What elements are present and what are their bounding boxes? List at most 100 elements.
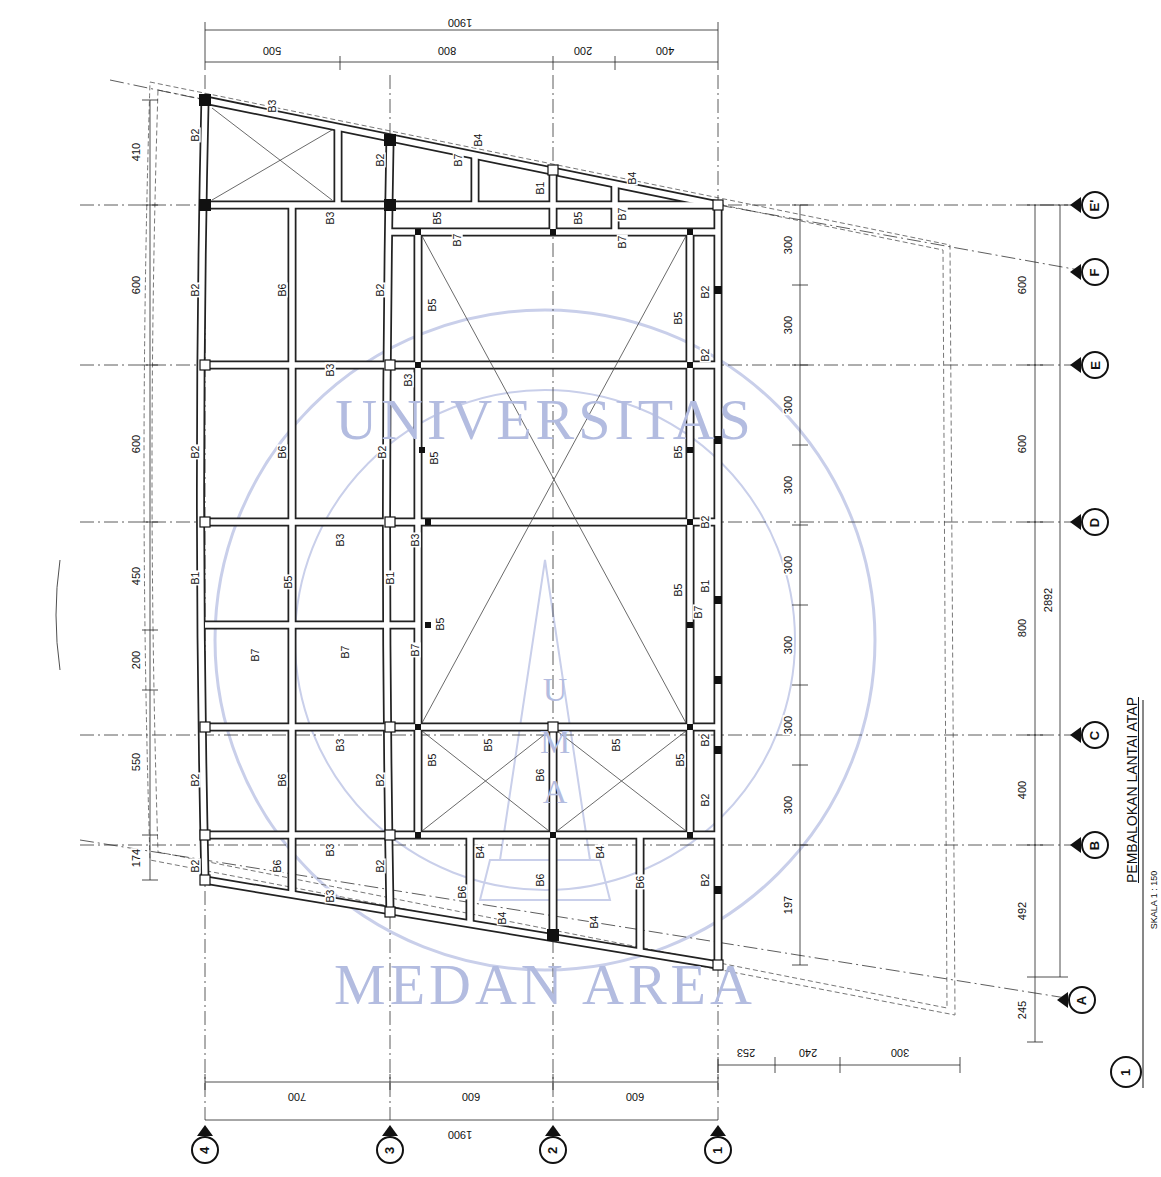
beam-label: B2	[190, 859, 201, 874]
beam-label: B6	[277, 445, 288, 460]
beam-label: B1	[385, 571, 396, 586]
dimension-text: 550	[131, 752, 142, 772]
grid-label: D	[1088, 517, 1101, 526]
dimension-text: 253	[736, 1047, 756, 1058]
beam-label: B7	[453, 153, 464, 168]
dimension-text: 200	[573, 45, 593, 56]
dimension-text: 300	[783, 315, 794, 335]
grid-bubble: 2	[539, 1136, 567, 1164]
beam-label: B2	[700, 515, 711, 530]
grid-bubble: E	[1081, 351, 1109, 379]
beam-label: B5	[673, 445, 684, 460]
dimension-text: 410	[131, 142, 142, 162]
watermark-letter: M	[540, 725, 570, 759]
dimension-text: 600	[131, 434, 142, 454]
dimension-text: 300	[783, 475, 794, 495]
beam-label: B5	[611, 738, 622, 753]
drawing-title: PEMBALOKAN LANTAI ATAP	[1125, 697, 1139, 883]
grid-label: 1	[1119, 1068, 1132, 1075]
dimension-text: 2892	[1043, 587, 1054, 613]
grid-label: 1	[711, 1146, 724, 1153]
dimension-text: 500	[262, 45, 282, 56]
beam-label: B1	[535, 181, 546, 196]
beam-label: B2	[700, 348, 711, 363]
beam-label: B1	[190, 571, 201, 586]
beam-label: B2	[377, 445, 388, 460]
grid-bubble: 4	[191, 1136, 219, 1164]
dimension-text: 300	[783, 555, 794, 575]
beam-label: B7	[340, 645, 351, 660]
watermark-text: MEDAN AREA	[334, 956, 756, 1014]
grid-bubble: B	[1081, 831, 1109, 859]
dimension-text: 240	[798, 1047, 818, 1058]
beam-label: B4	[589, 915, 600, 930]
dimension-text: 300	[783, 235, 794, 255]
beam-label: B5	[427, 753, 438, 768]
grid-label: C	[1088, 730, 1101, 739]
dimension-text: 300	[783, 795, 794, 815]
beam-label: B2	[190, 773, 201, 788]
dimension-text: 300	[783, 395, 794, 415]
beam-label: B5	[483, 738, 494, 753]
beam-label: B5	[435, 617, 446, 632]
watermark-letter: A	[543, 775, 568, 809]
beam-label: B2	[375, 773, 386, 788]
beam-label: B3	[325, 889, 336, 904]
beam-label: B4	[627, 171, 638, 186]
beam-label: B4	[595, 845, 606, 860]
grid-label: B	[1088, 840, 1101, 849]
dimension-text: 245	[1017, 1000, 1028, 1020]
beam-label: B7	[617, 235, 628, 250]
beam-label: B6	[277, 283, 288, 298]
watermark-letter: U	[543, 673, 568, 707]
beam-label: B5	[283, 575, 294, 590]
beam-label: B7	[693, 605, 704, 620]
beam-label: B3	[335, 533, 346, 548]
beam-label: B6	[535, 768, 546, 783]
beam-label: B5	[675, 753, 686, 768]
dimension-text: 174	[131, 848, 142, 868]
dimension-text: 600	[625, 1091, 645, 1102]
beam-label: B2	[190, 445, 201, 460]
grid-label: E'	[1088, 199, 1101, 211]
grid-bubble: C	[1081, 721, 1109, 749]
dimension-text: 600	[1017, 275, 1028, 295]
beam-label: B2	[375, 283, 386, 298]
beam-label: B3	[267, 99, 278, 114]
beam-label: B3	[335, 738, 346, 753]
dimension-text: 300	[890, 1047, 910, 1058]
beam-label: B6	[635, 875, 646, 890]
beam-label: B4	[473, 133, 484, 148]
beam-label: B3	[403, 373, 414, 388]
beam-label: B4	[475, 845, 486, 860]
beam-label: B5	[427, 298, 438, 313]
grid-label: E	[1088, 361, 1101, 370]
beam-label: B2	[375, 859, 386, 874]
beam-label: B5	[673, 311, 684, 326]
grid-bubble: F	[1081, 258, 1109, 286]
beam-label: B2	[190, 283, 201, 298]
dimension-text: 300	[783, 635, 794, 655]
watermark-text: UNIVERSITAS	[335, 391, 755, 449]
grid-label: F	[1088, 268, 1101, 276]
dimension-text: 197	[783, 895, 794, 915]
beam-label: B7	[250, 648, 261, 663]
dimension-text: 600	[461, 1091, 481, 1102]
beam-label: B5	[432, 211, 443, 226]
beam-label: B6	[457, 885, 468, 900]
title-bubble: 1	[1110, 1056, 1142, 1088]
dimension-text: 450	[131, 566, 142, 586]
beam-label: B2	[375, 153, 386, 168]
beam-label: B3	[410, 533, 421, 548]
dimension-text: 492	[1017, 901, 1028, 921]
grid-label: 4	[198, 1146, 211, 1153]
beam-label: B2	[700, 873, 711, 888]
beam-label: B7	[617, 207, 628, 222]
beam-label: B2	[190, 128, 201, 143]
grid-bubble: D	[1081, 508, 1109, 536]
beam-label: B2	[700, 793, 711, 808]
scale-note: SKALA 1 : 150	[1150, 871, 1159, 930]
grid-bubble: E'	[1081, 191, 1109, 219]
beam-label: B7	[452, 233, 463, 248]
